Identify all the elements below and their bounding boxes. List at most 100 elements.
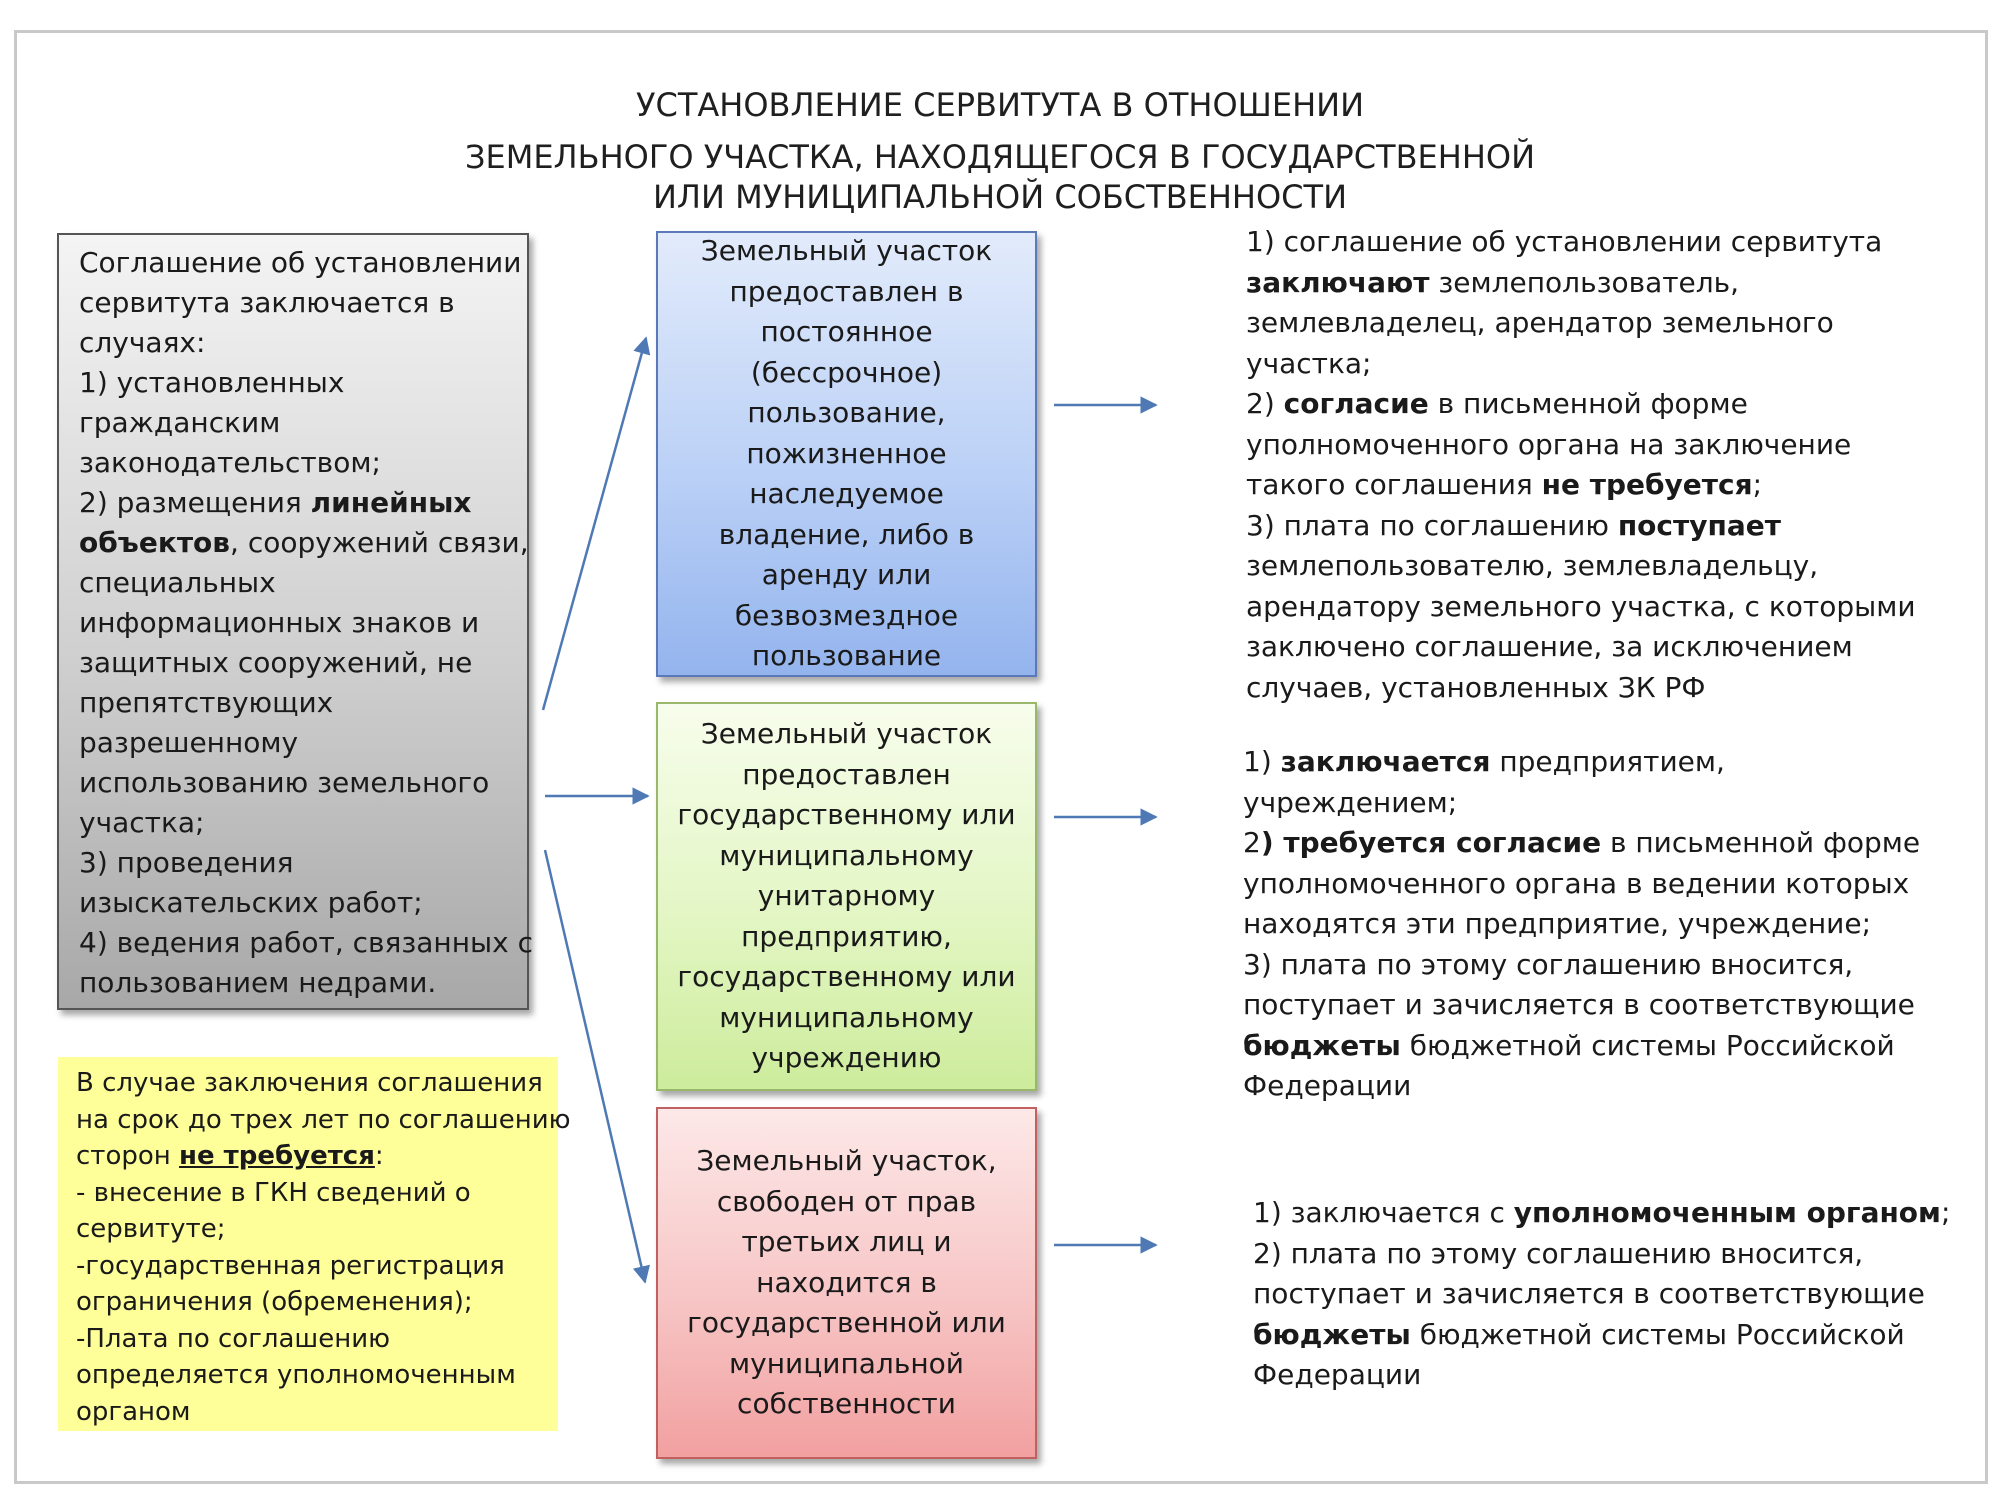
box-text: муниципальной xyxy=(729,1346,964,1380)
note-text: -Плата по соглашению xyxy=(76,1323,390,1354)
cases-text: случаях: xyxy=(79,326,206,359)
cases-text: 4) ведения работ, связанных с xyxy=(79,926,534,959)
outcome-unitary-enterprise: 1) заключается предприятием, учреждением… xyxy=(1243,742,1943,1107)
box-permanent-use-text: Земельный участок предоставлен в постоян… xyxy=(701,231,992,677)
outcome-text: землепользователю, землевладельцу, xyxy=(1246,549,1819,582)
box-free-state-land-text: Земельный участок, свободен от прав трет… xyxy=(687,1141,1006,1425)
box-text: предприятию, xyxy=(741,919,952,953)
note-text-bold-underline: не требуется xyxy=(179,1141,375,1171)
box-text: предоставлен в xyxy=(729,274,964,308)
box-text: Земельный участок xyxy=(700,717,993,751)
outcome-text-part: 2) xyxy=(1246,387,1284,420)
outcome-text: 2) согласие в письменной форме xyxy=(1246,384,1946,425)
box-text: собственности xyxy=(737,1387,956,1421)
title-line-3: ИЛИ МУНИЦИПАЛЬНОЙ СОБСТВЕННОСТИ xyxy=(652,178,1347,216)
box-unitary-enterprise-text: Земельный участок предоставлен государст… xyxy=(677,714,1015,1079)
outcome-text-bold: согласие xyxy=(1283,387,1429,420)
note-text: - внесение в ГКН сведений о xyxy=(76,1177,471,1208)
cases-text: Соглашение об установлении xyxy=(79,246,522,279)
outcome-text: уполномоченного органа на заключение xyxy=(1246,427,1852,461)
note-text: В случае заключения соглашения xyxy=(76,1068,543,1098)
cases-box: Соглашение об установлении сервитута зак… xyxy=(57,233,534,1010)
cases-text: информационных знаков и xyxy=(79,606,480,639)
cases-text: разрешенному xyxy=(79,726,299,759)
cases-text: защитных сооружений, не xyxy=(79,646,473,679)
note-text-part: : xyxy=(374,1141,384,1171)
outcome-text-part: предприятием, xyxy=(1490,745,1725,778)
box-text: учреждению xyxy=(751,1041,942,1075)
cases-text: 3) проведения xyxy=(79,846,294,879)
outcome-text-part: 2 xyxy=(1243,826,1261,859)
title-line-1: УСТАНОВЛЕНИЕ СЕРВИТУТА В ОТНОШЕНИИ xyxy=(635,86,1365,124)
outcome-text: 2) плата по этому соглашению вносится, xyxy=(1253,1236,1864,1270)
outcome-permanent-use: 1) соглашение об установлении сервитута … xyxy=(1246,222,1946,708)
outcome-text: 1) заключается предприятием, xyxy=(1243,742,1943,783)
outcome-text-part: бюджетной системы Российской xyxy=(1410,1317,1905,1351)
outcome-text: заключено соглашение, за исключением xyxy=(1246,630,1853,663)
outcome-text: землевладелец, арендатор земельного xyxy=(1246,306,1834,339)
cases-text: использованию земельного xyxy=(79,766,490,799)
outcome-text: поступает и зачисляется в соответствующи… xyxy=(1253,1277,1925,1310)
box-text: Земельный участок xyxy=(700,234,993,268)
note-text-part: сторон xyxy=(76,1141,180,1171)
box-text: пожизненное xyxy=(746,436,947,470)
outcome-text: 2) требуется согласие в письменной форме xyxy=(1243,823,1943,864)
outcome-text: находятся эти предприятие, учреждение; xyxy=(1243,907,1872,940)
outcome-text-bold: ) требуется согласие xyxy=(1260,826,1602,859)
outcome-text-part: в письменной форме xyxy=(1428,387,1748,420)
outcome-text: 1) заключается с уполномоченным органом; xyxy=(1253,1193,1953,1234)
note-text: ограничения (обременения); xyxy=(76,1287,473,1317)
outcome-text: бюджеты бюджетной системы Российской xyxy=(1243,1026,1943,1067)
outcome-text: арендатору земельного участка, с которым… xyxy=(1246,589,1916,623)
outcome-text: Федерации xyxy=(1243,1069,1412,1102)
box-text: пользование, xyxy=(747,396,946,430)
cases-text: объектов, сооружений связи, xyxy=(79,523,529,563)
outcome-text-bold: не требуется xyxy=(1541,468,1753,501)
title-line-2: ЗЕМЕЛЬНОГО УЧАСТКА, НАХОДЯЩЕГОСЯ В ГОСУД… xyxy=(464,138,1535,176)
box-text: аренду или xyxy=(761,558,932,592)
outcome-text-bold: бюджеты xyxy=(1253,1317,1411,1351)
box-text: владение, либо в xyxy=(718,517,975,551)
outcome-text: участка; xyxy=(1246,346,1372,380)
note-text: определяется уполномоченным xyxy=(76,1360,516,1390)
box-text: пользование xyxy=(751,639,942,673)
outcome-free-state-land: 1) заключается с уполномоченным органом;… xyxy=(1253,1193,1953,1396)
note-text: сторон не требуется: xyxy=(76,1138,540,1175)
outcome-text-part: 1) заключается с xyxy=(1253,1196,1514,1229)
arrow-left-to-red xyxy=(543,849,650,1284)
box-text: государственному или xyxy=(677,960,1016,994)
outcome-text: 3) плата по соглашению поступает xyxy=(1246,506,1946,547)
outcome-text-part: ; xyxy=(1940,1196,1951,1229)
cases-text-bold: объектов xyxy=(79,526,231,559)
outcome-text-bold: уполномоченным органом xyxy=(1513,1196,1941,1229)
box-text: находится в xyxy=(756,1265,937,1299)
cases-text: законодательством; xyxy=(79,446,381,479)
box-text: муниципальному xyxy=(719,838,974,872)
box-text: Земельный участок, xyxy=(696,1144,997,1178)
note-text: органом xyxy=(76,1396,191,1427)
outcome-text-part: в письменной форме xyxy=(1601,826,1921,859)
outcome-text-part: 1) xyxy=(1243,745,1281,778)
outcome-text-bold: поступает xyxy=(1617,508,1781,542)
cases-text-part: 2) размещения xyxy=(79,486,311,519)
box-text: унитарному xyxy=(757,879,936,913)
outcome-text: заключают землепользователь, xyxy=(1246,263,1946,304)
cases-text: 2) размещения линейных xyxy=(79,483,507,523)
note-text: сервитуте; xyxy=(76,1214,226,1244)
cases-text-bold: линейных xyxy=(310,486,472,519)
box-text: наследуемое xyxy=(749,477,944,511)
box-free-state-land: Земельный участок, свободен от прав трет… xyxy=(656,1107,1037,1459)
cases-text: изыскательских работ; xyxy=(79,886,423,919)
cases-text: 1) установленных xyxy=(79,366,345,399)
cases-text: участка; xyxy=(79,806,205,839)
outcome-text-part: бюджетной системы Российской xyxy=(1400,1028,1895,1062)
cases-text: пользованием недрами. xyxy=(79,966,437,999)
outcome-text-part: ; xyxy=(1752,468,1763,501)
outcome-text-bold: бюджеты xyxy=(1243,1028,1401,1062)
box-text: третьих лиц и xyxy=(741,1225,952,1259)
box-text: постоянное xyxy=(760,315,933,349)
box-text: свободен от прав xyxy=(716,1184,977,1218)
cases-text: препятствующих xyxy=(79,686,334,719)
note-text: на срок до трех лет по соглашению xyxy=(76,1104,571,1135)
